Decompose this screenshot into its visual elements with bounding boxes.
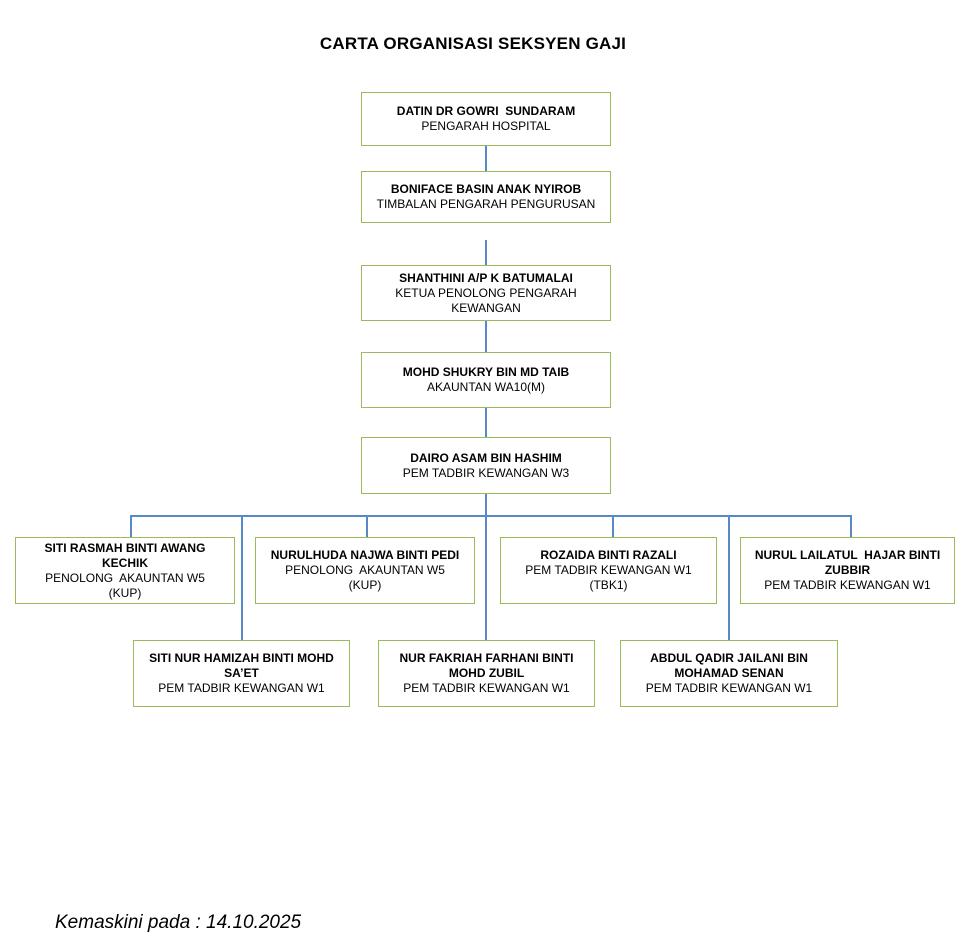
person-name: DATIN DR GOWRI SUNDARAM <box>396 104 576 118</box>
person-name: ROZAIDA BINTI RAZALI <box>540 548 677 562</box>
page-title: CARTA ORGANISASI SEKSYEN GAJI <box>319 34 627 53</box>
connector-drop-row1-1 <box>130 515 132 537</box>
person-role: KETUA PENOLONG PENGARAH KEWANGAN <box>395 285 577 315</box>
person-name: MOHD SHUKRY BIN MD TAIB <box>402 365 570 379</box>
connector-drop-row1-4 <box>850 515 852 537</box>
node-akauntan: MOHD SHUKRY BIN MD TAIB AKAUNTAN WA10(M) <box>361 352 611 408</box>
node-ketua-penolong-pengarah: SHANTHINI A/P K BATUMALAI KETUA PENOLONG… <box>361 265 611 321</box>
person-name: NUR FAKRIAH FARHANI BINTI MOHD ZUBIL <box>399 651 574 680</box>
update-date-caption: Kemaskini pada : 14.10.2025 <box>55 912 302 933</box>
person-name: SITI RASMAH BINTI AWANG KECHIK <box>44 540 206 570</box>
person-name: SITI NUR HAMIZAH BINTI MOHD SA’ET <box>149 651 334 680</box>
person-role: PEM TADBIR KEWANGAN W1 <box>764 578 931 592</box>
node-pem-tadbir-w1-2: SITI NUR HAMIZAH BINTI MOHD SA’ET PEM TA… <box>133 640 350 707</box>
connector-drop-row2-3 <box>728 515 730 640</box>
person-name: BONIFACE BASIN ANAK NYIROB <box>390 182 582 196</box>
connector-drop-row2-2 <box>485 515 487 640</box>
person-role: PEM TADBIR KEWANGAN W1 <box>403 681 570 695</box>
node-pem-tadbir-w1-1: NURUL LAILATUL HAJAR BINTI ZUBBIR PEM TA… <box>740 537 955 604</box>
person-role: PENOLONG AKAUNTAN W5 (KUP) <box>45 570 205 600</box>
person-name: SHANTHINI A/P K BATUMALAI <box>399 270 573 285</box>
node-penolong-akauntan-kup-2: NURULHUDA NAJWA BINTI PEDI PENOLONG AKAU… <box>255 537 475 604</box>
node-penolong-akauntan-kup-1: SITI RASMAH BINTI AWANG KECHIK PENOLONG … <box>15 537 235 604</box>
person-name: NURUL LAILATUL HAJAR BINTI ZUBBIR <box>754 548 941 577</box>
person-role: PEM TADBIR KEWANGAN W1 (TBK1) <box>525 563 692 592</box>
connector-h-main <box>130 515 852 517</box>
connector-drop-row1-2 <box>366 515 368 537</box>
person-name: NURULHUDA NAJWA BINTI PEDI <box>270 548 460 562</box>
node-pem-tadbir-w3: DAIRO ASAM BIN HASHIM PEM TADBIR KEWANGA… <box>361 437 611 494</box>
connector-v-2 <box>485 240 487 265</box>
person-role: PEM TADBIR KEWANGAN W3 <box>402 465 570 480</box>
connector-v-4 <box>485 408 487 437</box>
node-timbalan-pengarah: BONIFACE BASIN ANAK NYIROB TIMBALAN PENG… <box>361 171 611 223</box>
node-pem-tadbir-w1-3: NUR FAKRIAH FARHANI BINTI MOHD ZUBIL PEM… <box>378 640 595 707</box>
person-name: ABDUL QADIR JAILANI BIN MOHAMAD SENAN <box>650 651 808 680</box>
person-role: PEM TADBIR KEWANGAN W1 <box>158 681 325 695</box>
connector-v-3 <box>485 321 487 352</box>
node-pem-tadbir-w1-4: ABDUL QADIR JAILANI BIN MOHAMAD SENAN PE… <box>620 640 838 707</box>
person-name: DAIRO ASAM BIN HASHIM <box>410 450 562 465</box>
connector-v-1 <box>485 146 487 171</box>
connector-drop-row1-3 <box>612 515 614 537</box>
person-role: TIMBALAN PENGARAH PENGURUSAN <box>376 197 596 211</box>
node-pengarah-hospital: DATIN DR GOWRI SUNDARAM PENGARAH HOSPITA… <box>361 92 611 146</box>
person-role: AKAUNTAN WA10(M) <box>426 380 545 394</box>
node-pem-tadbir-w1-tbk1: ROZAIDA BINTI RAZALI PEM TADBIR KEWANGAN… <box>500 537 717 604</box>
person-role: PENGARAH HOSPITAL <box>421 119 551 133</box>
connector-drop-row2-1 <box>241 515 243 640</box>
person-role: PEM TADBIR KEWANGAN W1 <box>645 681 813 695</box>
connector-v-5 <box>485 494 487 516</box>
person-role: PENOLONG AKAUNTAN W5 (KUP) <box>285 563 445 592</box>
